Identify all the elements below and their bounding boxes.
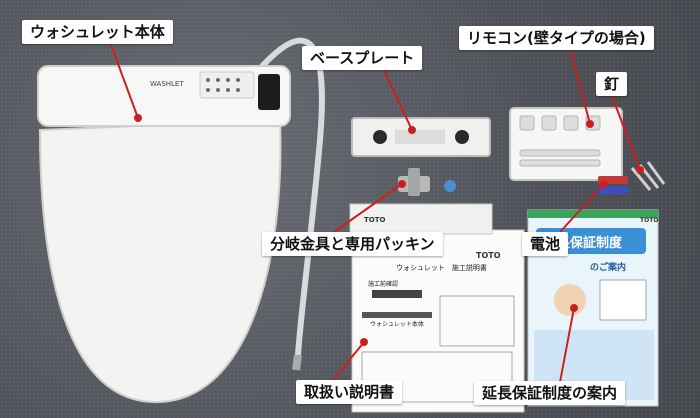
seat-cable (247, 37, 325, 356)
label-batteries: 電池 (522, 232, 569, 256)
remote-buttons (519, 115, 601, 167)
nails (630, 161, 666, 191)
label-remote: リモコン(壁タイプの場合) (459, 26, 654, 50)
install-doc-section: 施工前確認 (368, 280, 398, 288)
valve-fitting (398, 168, 456, 196)
seat-display (258, 74, 280, 110)
packing-sheet-brand: TOTO (364, 216, 386, 224)
base-plate-hole-right (455, 130, 469, 144)
seat-logo-text: WASHLET (150, 80, 184, 88)
install-doc-sub: ウォシュレット本体 (370, 320, 424, 328)
label-valve-packing: 分岐金具と専用パッキン (262, 232, 443, 256)
leader-lines (109, 41, 644, 385)
label-manual: 取扱い説明書 (296, 380, 403, 404)
install-doc-title: ウォシュレット 施工説明書 (396, 263, 487, 272)
install-doc-brand: TOTO (476, 251, 501, 260)
warranty-brand: TOTO (640, 217, 658, 224)
label-nails: 釘 (596, 72, 628, 96)
base-plate-hole-left (373, 130, 387, 144)
seat-lid (38, 118, 282, 404)
packing-sheet (349, 203, 493, 235)
warranty-subtitle: のご案内 (590, 261, 626, 273)
seat-button-panel (199, 71, 255, 99)
cable-connector (292, 354, 302, 371)
label-seat-body: ウォシュレット本体 (22, 20, 173, 44)
label-base-plate: ベースプレート (302, 46, 423, 70)
base-plate-rail (395, 130, 445, 144)
label-warranty: 延長保証制度の案内 (474, 381, 626, 405)
